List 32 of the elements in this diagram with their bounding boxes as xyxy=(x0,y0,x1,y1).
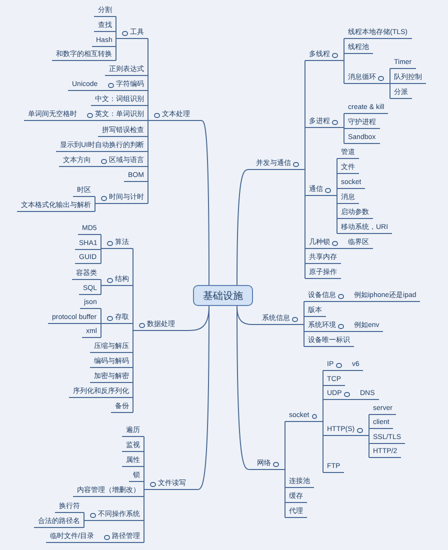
branch-line xyxy=(386,68,390,99)
branch-line xyxy=(196,306,210,490)
branch-line xyxy=(340,38,344,84)
branch-line xyxy=(144,436,148,543)
branch-line xyxy=(100,234,104,264)
branch-line xyxy=(98,542,102,543)
branch-line xyxy=(346,331,350,332)
branch-line xyxy=(102,90,106,91)
branch-line xyxy=(100,279,104,295)
branch-line xyxy=(282,421,286,518)
branch-line xyxy=(100,308,104,338)
branch-line xyxy=(340,248,344,249)
branch-line xyxy=(366,414,370,458)
branch-line xyxy=(302,60,306,279)
branch-line xyxy=(236,169,250,286)
branch-line xyxy=(84,512,88,528)
branch-line xyxy=(300,301,304,347)
branch-line xyxy=(148,38,152,204)
branch-line xyxy=(334,158,338,234)
branch-line xyxy=(346,301,350,302)
branch-line xyxy=(116,16,120,61)
branch-line xyxy=(80,120,84,121)
branch-line xyxy=(200,120,210,286)
central-topic-box: 基础设施 xyxy=(193,285,253,306)
branch-line xyxy=(344,370,348,371)
branch-line xyxy=(94,196,98,212)
branch-line xyxy=(340,113,344,144)
branch-line xyxy=(320,370,324,473)
branch-line xyxy=(94,166,98,167)
branch-line xyxy=(352,399,356,400)
branch-line xyxy=(132,248,136,413)
branch-line xyxy=(236,306,250,470)
